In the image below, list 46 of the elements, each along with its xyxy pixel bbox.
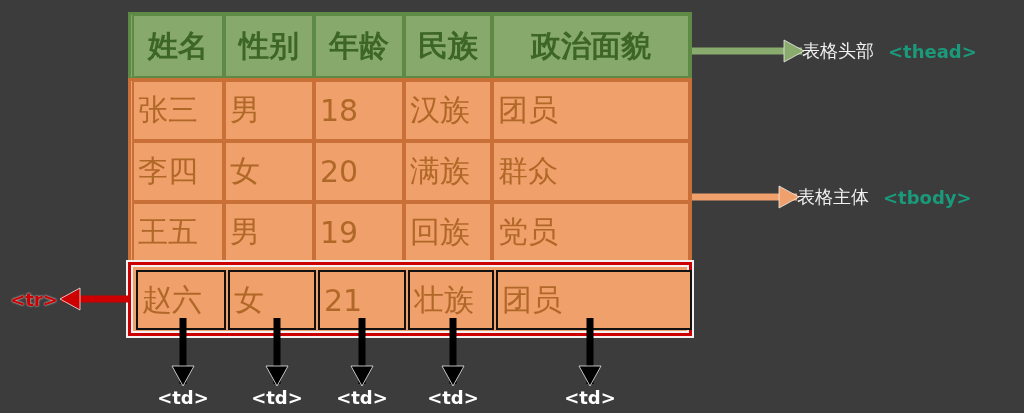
table-cell: 男 — [224, 80, 314, 141]
table-cell: 团员 — [496, 270, 692, 330]
arrow — [441, 318, 465, 387]
table-cell: 女 — [224, 141, 314, 202]
callout-text: 表格主体 — [797, 185, 869, 209]
table-cell: 赵六 — [136, 270, 226, 330]
arrow — [692, 185, 800, 209]
table-cell: 群众 — [492, 141, 690, 202]
arrow — [59, 287, 128, 311]
table-cell: 团员 — [492, 80, 690, 141]
table-cell: 壮族 — [408, 270, 494, 330]
table-cell: 19 — [314, 202, 404, 263]
header-row — [128, 12, 692, 80]
table-cell: 男 — [224, 202, 314, 263]
table-cell: 李四 — [132, 141, 224, 202]
row-highlight — [128, 262, 692, 336]
tag-label: <thead> — [888, 40, 977, 62]
tag-label: <td> — [251, 386, 303, 408]
table-cell: 女 — [228, 270, 316, 330]
table-cell: 满族 — [404, 141, 492, 202]
header-cell: 性别 — [224, 14, 314, 78]
callout-text: 表格头部 — [802, 39, 874, 63]
arrow — [265, 318, 289, 387]
tag-label: <td> — [564, 386, 616, 408]
header-cell: 政治面貌 — [492, 14, 690, 78]
arrow — [578, 318, 602, 387]
table-cell: 回族 — [404, 202, 492, 263]
table-cell: 21 — [318, 270, 406, 330]
arrow — [171, 318, 195, 387]
tag-label: <tbody> — [883, 186, 972, 208]
header-cell: 年龄 — [314, 14, 404, 78]
table-cell: 汉族 — [404, 80, 492, 141]
table-cell: 党员 — [492, 202, 690, 263]
header-cell: 民族 — [404, 14, 492, 78]
tag-label: <td> — [427, 386, 479, 408]
arrow — [692, 39, 805, 63]
table-cell: 王五 — [132, 202, 224, 263]
tag-label: <td> — [157, 386, 209, 408]
tag-label: <tr> — [10, 288, 58, 310]
header-cell: 姓名 — [132, 14, 224, 78]
table-cell: 18 — [314, 80, 404, 141]
table-cell: 20 — [314, 141, 404, 202]
table-cell: 张三 — [132, 80, 224, 141]
body-rows — [128, 78, 692, 338]
arrow — [350, 318, 374, 387]
tag-label: <td> — [336, 386, 388, 408]
